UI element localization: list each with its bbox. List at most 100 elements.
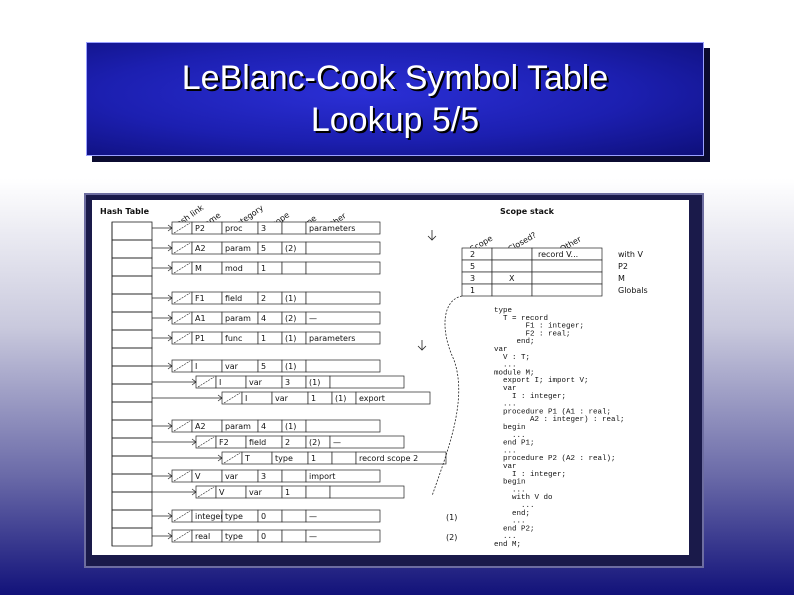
entry-name: T [244, 454, 250, 463]
entry-category: field [225, 294, 242, 303]
bucket-arrowhead [191, 378, 197, 386]
code-line: with V do [494, 494, 553, 502]
entry-cell-type [281, 529, 307, 543]
entry-name: V [219, 488, 225, 497]
bucket-arrowhead [167, 264, 173, 272]
scope-cell [461, 283, 493, 297]
scope-cell [461, 271, 493, 285]
entry-type: (2) [309, 438, 320, 447]
entry-cell-other [329, 485, 405, 499]
code-line: ... [494, 518, 526, 526]
scope-note: Globals [618, 286, 648, 295]
null-link-mark [173, 292, 191, 304]
null-link-mark [173, 222, 191, 234]
hash-chains [111, 221, 153, 547]
entry-type: (1) [335, 394, 346, 403]
bucket-arrowhead [167, 512, 173, 520]
entry-cell-other [305, 291, 381, 305]
entry-type: (1) [285, 422, 296, 431]
entry-name: I [245, 394, 247, 403]
entry-cell-other [355, 451, 447, 465]
code-line: export I; import V; [494, 377, 589, 385]
hash-bucket [111, 221, 153, 241]
hash-bucket [111, 509, 153, 529]
scope-stack-label: Scope stack [500, 207, 555, 216]
entry-category: type [275, 454, 293, 463]
slide-title-line-2: Lookup 5/5 [310, 101, 480, 139]
entry-other: export [359, 394, 385, 403]
type-marker: (1) [446, 513, 457, 522]
entry-scope: 1 [285, 488, 290, 497]
entry-cell-other [305, 261, 381, 275]
null-link-mark [223, 392, 241, 404]
code-line: var [494, 385, 517, 393]
entry-scope: 1 [261, 334, 266, 343]
bucket-arrowhead [167, 334, 173, 342]
code-line: ... [494, 486, 526, 494]
entry-cell-type [281, 509, 307, 523]
entry-type: (1) [285, 294, 296, 303]
code-line: F1 : integer; [494, 323, 584, 331]
entry-category: var [249, 378, 263, 387]
slide-title-box: LeBlanc-Cook Symbol Table Lookup 5/5 [86, 42, 704, 156]
type-marker: (2) [446, 533, 457, 542]
code-line: end P1; [494, 440, 535, 448]
scope-links [417, 230, 463, 497]
entry-other: — [309, 532, 317, 541]
code-line: I : integer; [494, 471, 566, 479]
code-line: var [494, 346, 508, 354]
hash-bucket [111, 527, 153, 547]
entry-cell-other [305, 331, 381, 345]
entry-other: record scope 2 [359, 454, 418, 463]
entry-category: var [249, 488, 263, 497]
entry-category: param [225, 314, 251, 323]
entry-category: proc [225, 224, 242, 233]
down-arrowhead [417, 345, 427, 351]
null-link-mark [173, 262, 191, 274]
code-line: end; [494, 510, 530, 518]
slide-title-line-1: LeBlanc-Cook Symbol Table [181, 59, 609, 97]
code-line: begin [494, 479, 526, 487]
entry-name: I [219, 378, 221, 387]
code-line: T = record [494, 315, 548, 323]
entry-cell-other [305, 241, 381, 255]
other-cell [531, 271, 603, 285]
code-line: procedure P2 (A2 : real); [494, 455, 616, 463]
entry-cell-other [305, 311, 381, 325]
scope-cell [461, 247, 493, 261]
hash-bucket [111, 383, 153, 403]
code-line: I : integer; [494, 393, 566, 401]
null-link-mark [197, 376, 215, 388]
null-link-mark [197, 486, 215, 498]
entry-scope: 1 [261, 264, 266, 273]
null-link-mark [173, 332, 191, 344]
entry-other: parameters [309, 334, 355, 343]
entry-cell-other [355, 391, 431, 405]
down-arrowhead [427, 235, 437, 241]
hash-bucket [111, 491, 153, 511]
code-line: module M; [494, 369, 535, 377]
entry-cell-other [305, 419, 381, 433]
hash-bucket [111, 473, 153, 493]
entry-cell-type [305, 485, 331, 499]
hash-bucket [111, 365, 153, 385]
entry-name: I [195, 362, 197, 371]
scope-note: M [618, 274, 625, 283]
entry-scope: 3 [285, 378, 290, 387]
bucket-arrowhead [167, 224, 173, 232]
entry-type: (1) [285, 334, 296, 343]
entry-scope: 2 [285, 438, 290, 447]
entry-category: mod [225, 264, 243, 273]
